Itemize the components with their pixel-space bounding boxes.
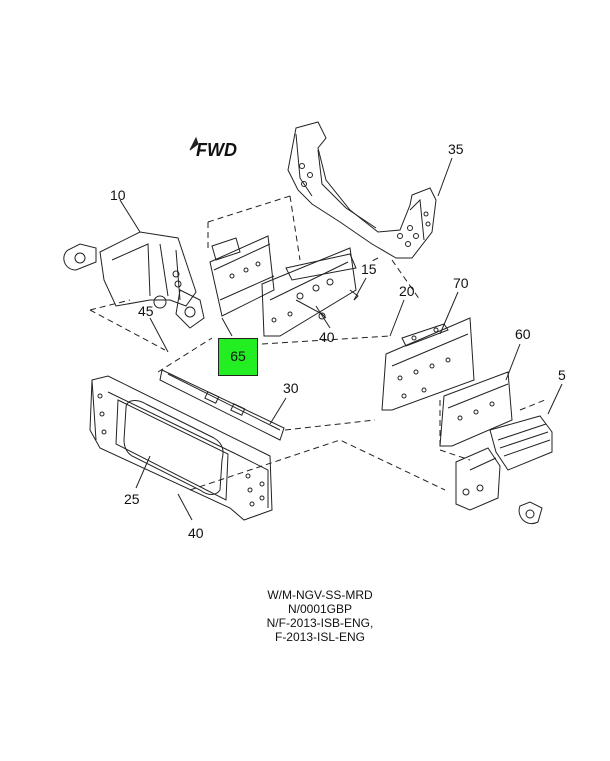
part-20-plate [381,317,475,411]
part-70-bracket [401,323,449,347]
callout-30: 30 [283,380,299,396]
fwd-arrow-icon: FWD [189,136,237,160]
callout-10: 10 [110,187,126,203]
caption-line-4: F-2013-ISL-ENG [274,630,366,644]
callout-labels: 10 35 15 20 70 45 40 60 5 30 25 40 [110,141,566,541]
part-65-plate [209,235,275,317]
callout-65: 65 [230,348,246,364]
callout-70: 70 [453,275,469,291]
callout-15: 15 [361,261,377,277]
leader-lines [119,157,563,521]
part-35-crossmember [287,121,437,259]
caption-line-1: W/M-NGV-SS-MRD [267,588,373,602]
callout-35: 35 [448,141,464,157]
callout-40-upper: 40 [319,329,335,345]
highlighted-callout-65[interactable]: 65 [218,338,258,376]
callout-45: 45 [138,303,154,319]
callout-60: 60 [515,326,531,342]
part-40-bolt-upper [295,299,327,320]
callout-5: 5 [558,367,566,383]
explode-lines [89,195,546,491]
part-25-bumper-frame [89,375,273,521]
callout-20: 20 [399,283,415,299]
caption-line-3: N/F-2013-ISB-ENG, [266,616,374,630]
part-10-bracket [63,231,205,329]
callout-25: 25 [124,491,140,507]
part-30-rail [159,369,285,441]
fwd-label: FWD [196,140,237,160]
part-60-plate [439,371,513,447]
caption-line-2: N/0001GBP [287,602,353,616]
callout-40-lower: 40 [188,525,204,541]
part-15-bracket [261,247,359,337]
part-5-tow-hook-assembly [455,415,553,524]
